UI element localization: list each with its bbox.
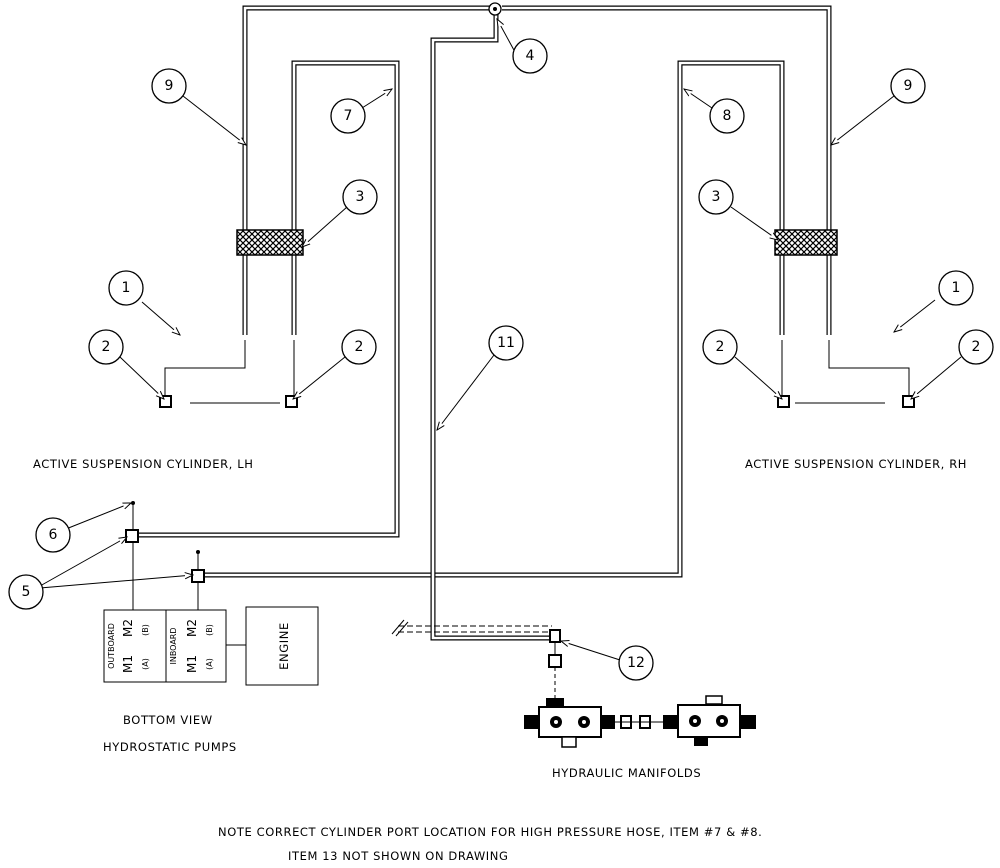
hydraulic-manifold-left xyxy=(524,698,615,748)
hose-9-lh xyxy=(242,5,490,335)
callout-1-right: 1 xyxy=(938,270,974,306)
inboard-label: INBOARD xyxy=(169,627,178,664)
m2-label-outboard: M2 xyxy=(121,619,135,637)
return-line-dashed xyxy=(391,619,552,637)
callout-8: 8 xyxy=(709,98,745,134)
hydrostatic-pumps xyxy=(103,606,319,686)
svg-text:1: 1 xyxy=(122,280,131,296)
hose-7 xyxy=(138,60,400,538)
svg-text:9: 9 xyxy=(165,78,174,94)
callout-2-b: 2 xyxy=(341,329,377,365)
svg-text:2: 2 xyxy=(716,339,725,355)
callout-6: 6 xyxy=(35,517,71,553)
engine-label: ENGINE xyxy=(277,622,291,670)
svg-text:2: 2 xyxy=(355,339,364,355)
svg-text:3: 3 xyxy=(712,189,721,205)
outboard-label: OUTBOARD xyxy=(107,623,116,669)
tee-fitting-4 xyxy=(488,2,502,16)
a-label-outboard: (A) xyxy=(141,658,150,670)
b-label-inboard: (B) xyxy=(205,624,214,636)
callout-3-right: 3 xyxy=(698,179,734,215)
svg-text:12: 12 xyxy=(627,655,645,671)
callout-3-left: 3 xyxy=(342,179,378,215)
svg-text:3: 3 xyxy=(356,189,365,205)
hose-8 xyxy=(203,60,785,578)
m1-label-inboard: M1 xyxy=(185,655,199,673)
cylinder-rh-label: ACTIVE SUSPENSION CYLINDER, RH xyxy=(745,457,967,471)
callout-2-a: 2 xyxy=(88,329,124,365)
cylinder-rh xyxy=(777,340,915,408)
callout-9-right: 9 xyxy=(890,68,926,104)
hose-11 xyxy=(430,12,552,641)
hydraulic-manifolds-label: HYDRAULIC MANIFOLDS xyxy=(552,766,701,780)
m1-label-outboard: M1 xyxy=(121,655,135,673)
svg-text:2: 2 xyxy=(102,339,111,355)
b-label-outboard: (B) xyxy=(141,624,150,636)
bottom-view-label: BOTTOM VIEW xyxy=(123,713,213,727)
callout-11: 11 xyxy=(488,325,524,361)
callout-1-left: 1 xyxy=(108,270,144,306)
svg-text:2: 2 xyxy=(972,339,981,355)
callout-2-c: 2 xyxy=(702,329,738,365)
hose-9-rh xyxy=(502,5,832,335)
svg-text:5: 5 xyxy=(22,584,31,600)
note-line-1: NOTE CORRECT CYLINDER PORT LOCATION FOR … xyxy=(218,825,762,839)
tee-fittings-5 xyxy=(125,501,205,610)
svg-text:7: 7 xyxy=(344,108,353,124)
hydraulic-manifold-right xyxy=(663,695,756,746)
callout-5: 5 xyxy=(8,574,44,610)
callout-4: 4 xyxy=(512,38,548,74)
svg-text:6: 6 xyxy=(49,527,58,543)
callout-9-left: 9 xyxy=(151,68,187,104)
svg-text:8: 8 xyxy=(723,108,732,124)
hydrostatic-pumps-label: HYDROSTATIC PUMPS xyxy=(103,740,237,754)
tee-fitting-12 xyxy=(548,629,562,700)
callout-7: 7 xyxy=(330,98,366,134)
cylinder-lh xyxy=(159,340,298,408)
clamp-lh xyxy=(236,229,304,256)
svg-text:11: 11 xyxy=(497,335,515,351)
svg-text:4: 4 xyxy=(526,48,535,64)
m2-label-inboard: M2 xyxy=(185,619,199,637)
svg-text:1: 1 xyxy=(952,280,961,296)
engine-box xyxy=(245,606,319,686)
callout-12: 12 xyxy=(618,645,654,681)
cylinder-lh-label: ACTIVE SUSPENSION CYLINDER, LH xyxy=(33,457,253,471)
note-line-2: ITEM 13 NOT SHOWN ON DRAWING xyxy=(288,849,509,863)
clamp-rh xyxy=(774,229,838,256)
a-label-inboard: (A) xyxy=(205,658,214,670)
svg-text:9: 9 xyxy=(904,78,913,94)
callout-2-d: 2 xyxy=(958,329,994,365)
leader-lines xyxy=(39,19,962,661)
